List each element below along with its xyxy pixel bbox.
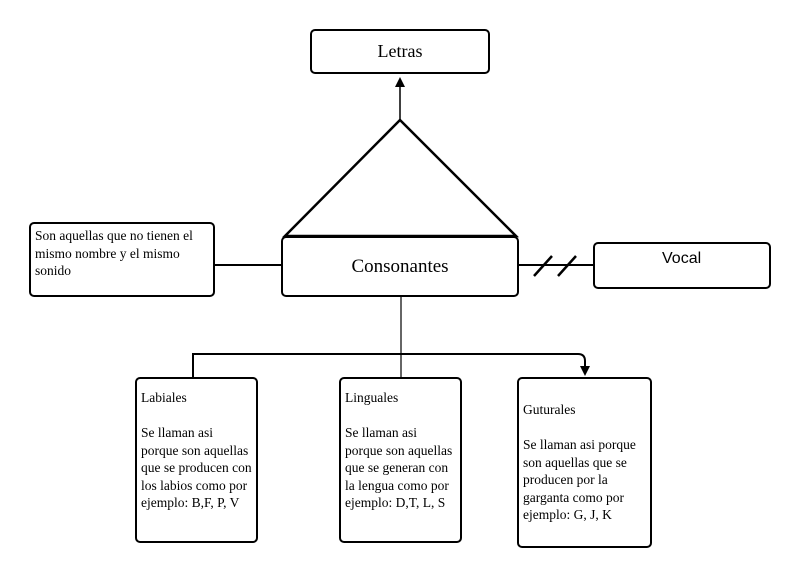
tree-branch	[192, 353, 590, 377]
category-node-linguales: Linguales Se llaman asi porque son aquel…	[339, 377, 462, 543]
category-node-labiales: Labiales Se llaman asi porque son aquell…	[135, 377, 258, 543]
category-title: Labiales	[141, 390, 187, 405]
category-description: Se llaman asi porque son aquellas que se…	[345, 425, 453, 510]
generalization-triangle	[282, 118, 520, 238]
definition-node: Son aquellas que no tienen el mismo nomb…	[29, 222, 215, 297]
consonantes-node: Consonantes	[281, 236, 519, 297]
letras-node: Letras	[310, 29, 490, 74]
letras-label: Letras	[377, 41, 423, 61]
category-node-guturales: Guturales Se llaman asi porque son aquel…	[517, 377, 652, 548]
category-title: Guturales	[523, 402, 576, 417]
category-title: Linguales	[345, 390, 399, 405]
category-description: Se llaman asi porque son aquellas que se…	[141, 425, 252, 510]
category-description: Se llaman asi porque son aquellas que se…	[523, 437, 636, 522]
vocal-label: Vocal	[662, 250, 702, 267]
vocal-node: Vocal	[593, 242, 771, 289]
hash-mark-2	[557, 255, 577, 277]
hash-mark-1	[533, 255, 553, 277]
consonantes-label: Consonantes	[351, 255, 449, 277]
definition-text: Son aquellas que no tienen el mismo nomb…	[35, 228, 193, 278]
